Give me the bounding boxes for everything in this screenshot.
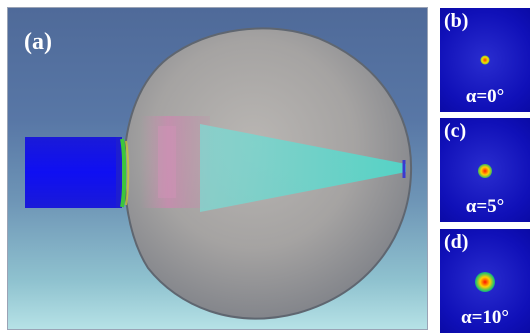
panel-label-c: (c) (444, 121, 466, 141)
angle-label-b: α=0° (440, 87, 530, 106)
panel-label-a: (a) (24, 30, 52, 54)
panel-label-d: (d) (444, 232, 468, 252)
focal-spot-d (475, 272, 495, 292)
input-beam (25, 137, 122, 208)
angle-label-d: α=10° (440, 308, 530, 327)
angle-label-c: α=5° (440, 197, 530, 216)
focal-spot-c (478, 164, 492, 178)
side-panel-d: (d) α=10° (440, 229, 530, 333)
main-panel-a: (a) (7, 7, 428, 330)
side-panel-b: (b) α=0° (440, 8, 530, 112)
lens-illustration (8, 8, 428, 330)
focal-spot-b (481, 56, 490, 65)
side-panel-c: (c) α=5° (440, 118, 530, 222)
panel-label-b: (b) (444, 11, 468, 31)
entrance-edge (122, 139, 124, 207)
